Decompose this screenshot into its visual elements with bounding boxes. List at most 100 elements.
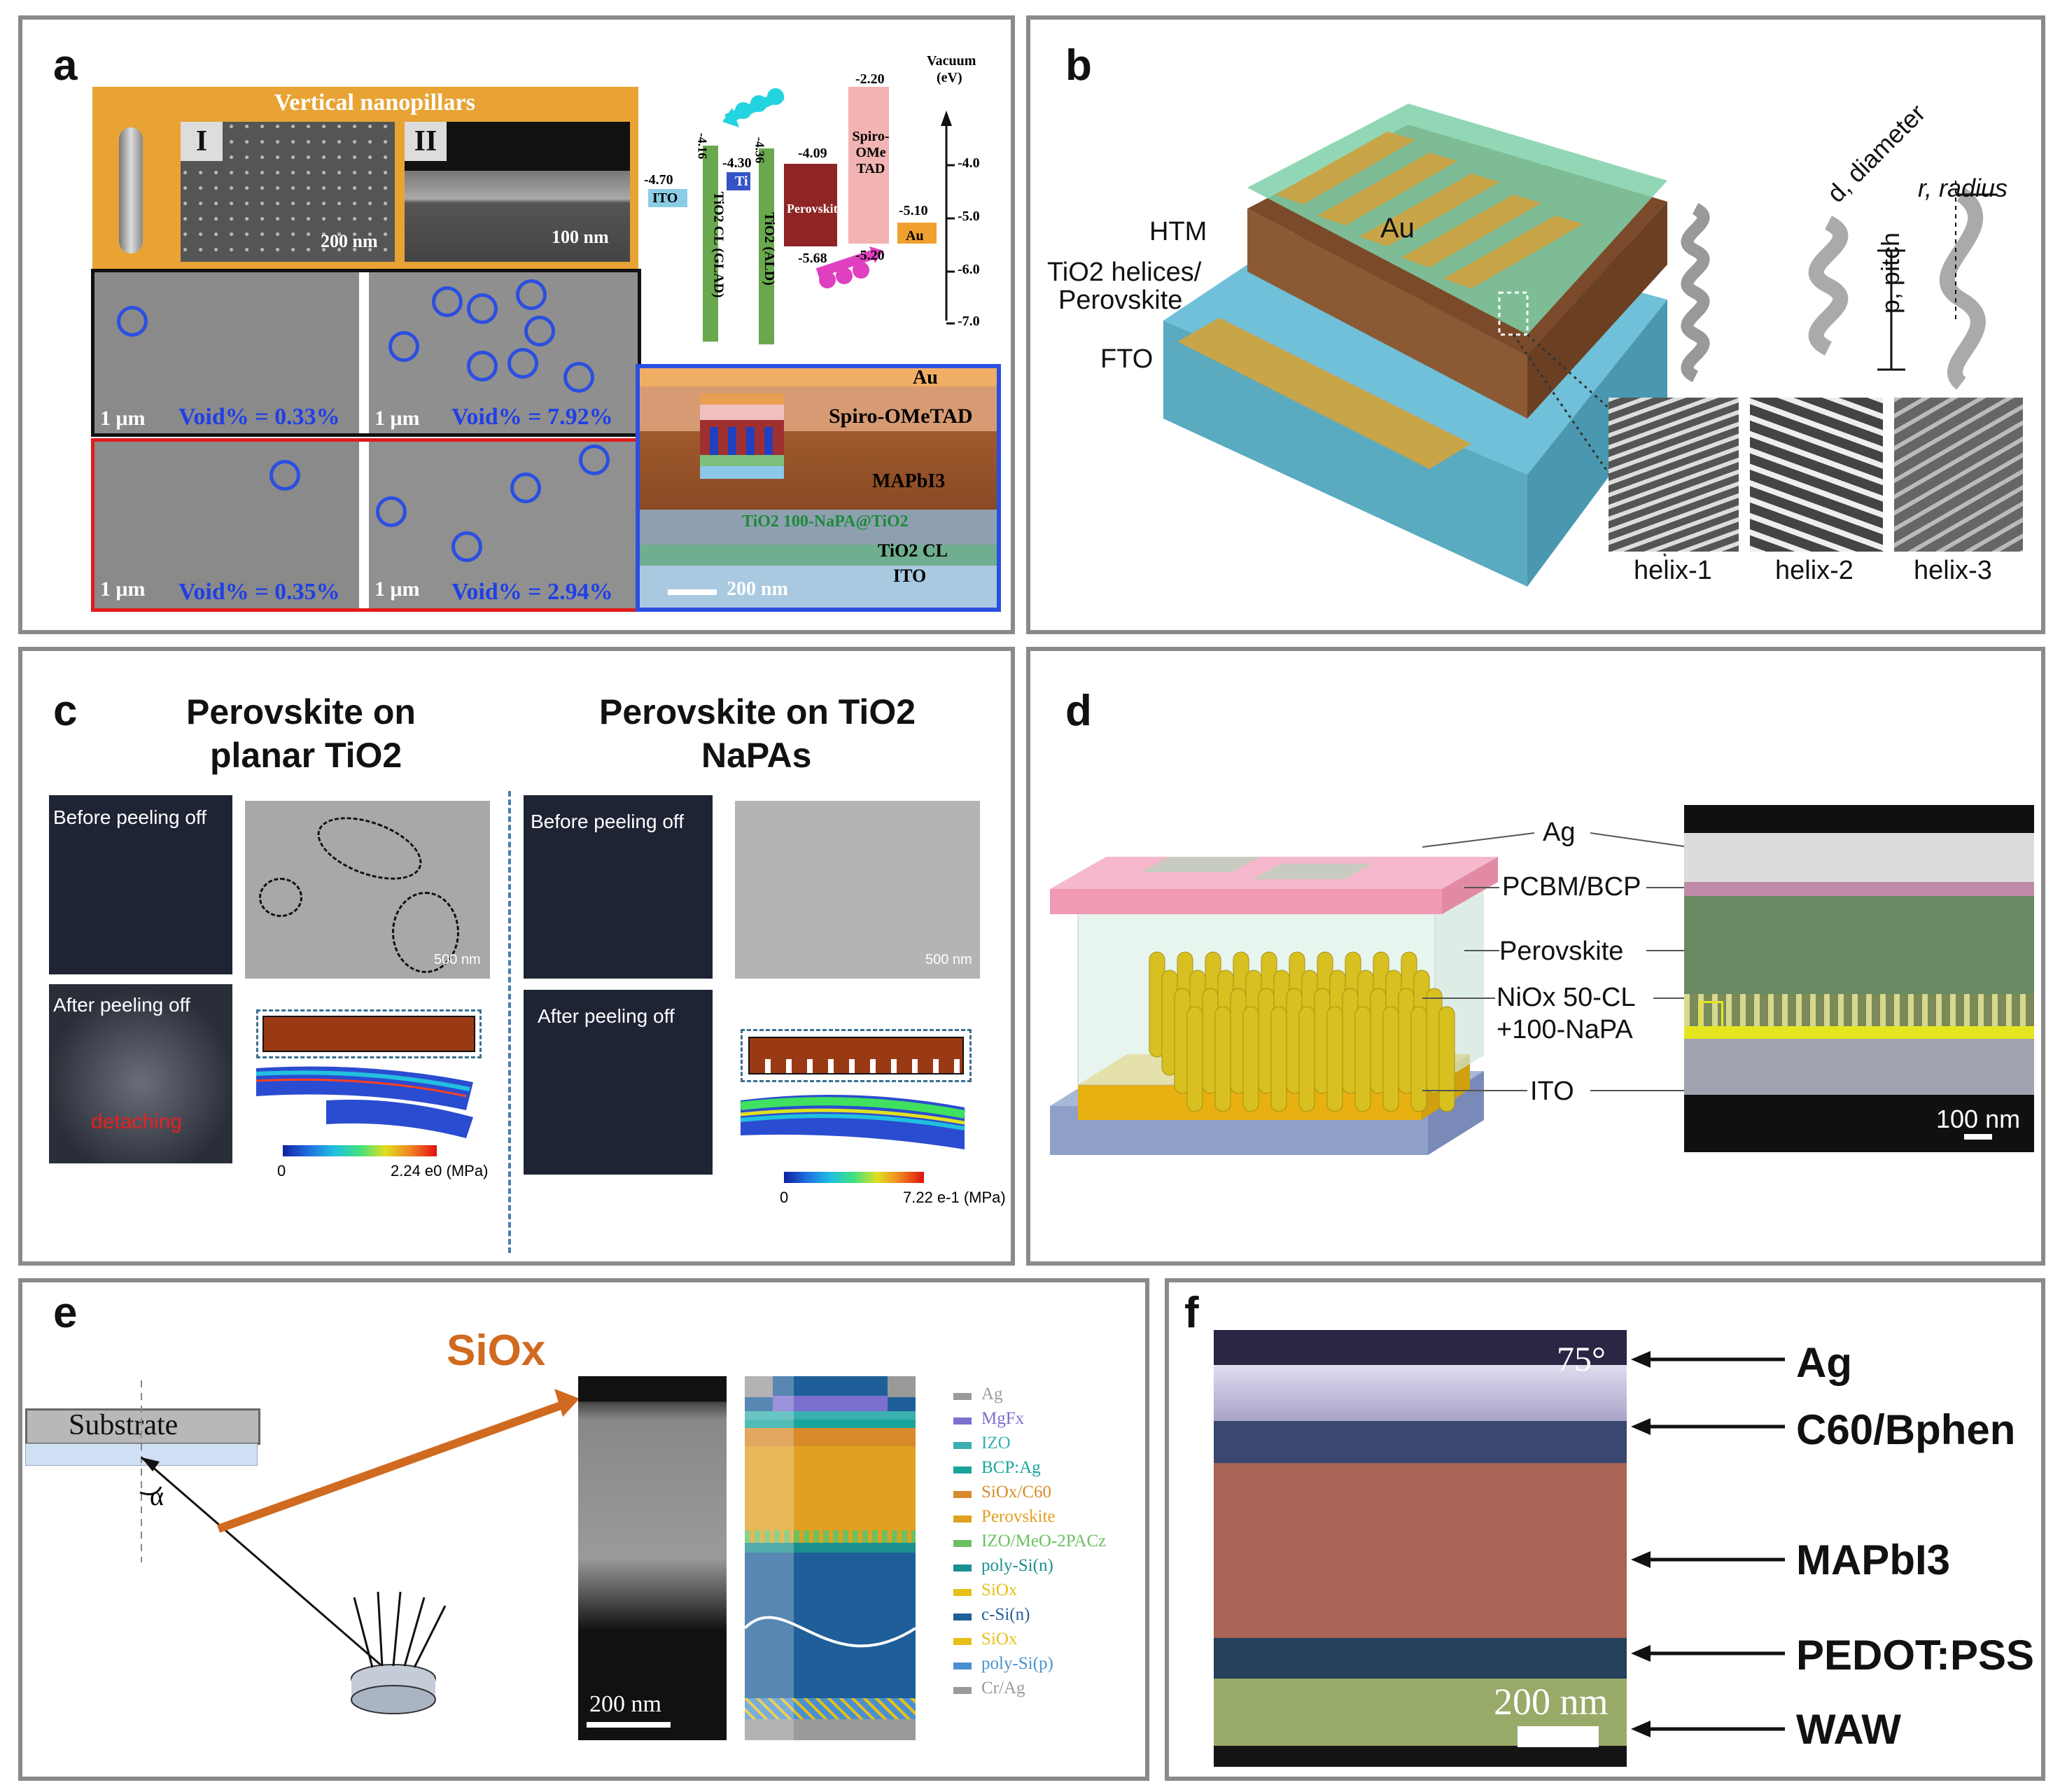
legend-swatch bbox=[953, 1638, 972, 1645]
dotted-divider bbox=[360, 272, 365, 433]
legend-swatch bbox=[953, 1589, 972, 1596]
deposition-geometry bbox=[139, 1380, 580, 1714]
void-ring bbox=[507, 348, 538, 379]
void-ring bbox=[432, 286, 463, 317]
nanopillar bbox=[1438, 1006, 1455, 1112]
d-cross-section-sem: 100 nm bbox=[1684, 805, 2034, 1152]
au-layer bbox=[640, 368, 997, 386]
after-label: After peeling off bbox=[53, 994, 190, 1016]
c-right-sem: 500 nm bbox=[735, 801, 980, 979]
legend-item: poly-Si(n) bbox=[953, 1556, 1145, 1581]
legend-swatch bbox=[953, 1564, 972, 1572]
sem-cross-view: II 100 nm bbox=[405, 122, 630, 262]
nanopillar bbox=[1382, 1006, 1399, 1112]
legend-label: SiOx bbox=[981, 1630, 1018, 1648]
panel-a: a Vertical nanopillars I 200 nm II 100 n… bbox=[18, 15, 1015, 634]
panel-d: d Ag PCBM/BCP Perovskite NiOx 50-CL +100… bbox=[1026, 647, 2045, 1266]
perov-bot: -5.68 bbox=[798, 251, 827, 266]
d-ito-label: ITO bbox=[1530, 1077, 1574, 1106]
legend-label: SiOx bbox=[981, 1581, 1018, 1600]
void-033: Void% = 0.33% bbox=[178, 404, 340, 430]
sem-scale-500: 500 nm bbox=[925, 952, 972, 967]
tick-7: -7.0 bbox=[958, 314, 980, 329]
d-pcbm-label: PCBM/BCP bbox=[1502, 872, 1641, 902]
helix-device-illustration bbox=[1163, 104, 1669, 587]
helices-label: TiO2 helices/ bbox=[1047, 258, 1202, 287]
ev-label: (eV) bbox=[937, 70, 962, 85]
ito-layer bbox=[640, 566, 997, 608]
sem-right-792: 1 μm Void% = 7.92% bbox=[369, 272, 638, 433]
nanopillar bbox=[1298, 1006, 1315, 1112]
tick-6: -6.0 bbox=[958, 262, 980, 277]
c-right-colorbar bbox=[784, 1172, 924, 1183]
d-ag-label: Ag bbox=[1543, 818, 1576, 847]
spiro-band: Spiro-OMe TAD bbox=[852, 129, 890, 176]
d-niox-label-1: NiOx 50-CL bbox=[1497, 983, 1636, 1012]
f-scale-label: 200 nm bbox=[1494, 1681, 1609, 1723]
legend-item: poly-Si(p) bbox=[953, 1654, 1145, 1679]
void-ring bbox=[579, 444, 610, 475]
f-ag-label: Ag bbox=[1796, 1339, 1852, 1386]
sem-top-view: I 200 nm bbox=[181, 122, 395, 262]
dashed-ellipse bbox=[309, 804, 430, 892]
nanopillar-array bbox=[1149, 951, 1455, 1112]
dotted-divider bbox=[360, 442, 365, 608]
c-left-before-photo: Before peeling off bbox=[49, 795, 232, 974]
sem-left-033: 1 μm Void% = 0.33% bbox=[94, 272, 359, 433]
legend-label: IZO/MeO-2PACz bbox=[981, 1532, 1107, 1550]
nanopillar bbox=[1270, 1006, 1287, 1112]
panel-a-label: a bbox=[53, 41, 78, 90]
panel-c: c Perovskite on planar TiO2 Perovskite o… bbox=[18, 647, 1015, 1266]
nanopillar bbox=[1214, 1006, 1231, 1112]
nanopillar bbox=[1354, 1006, 1371, 1112]
c-right-model-box bbox=[741, 1029, 972, 1082]
panel-f-label: f bbox=[1184, 1289, 1199, 1337]
legend-label: c-Si(n) bbox=[981, 1605, 1030, 1624]
panel-b: b HTM TiO2 helices/ Perovskite FTO Au bbox=[1026, 15, 2045, 634]
sem-pair-black: 1 μm Void% = 0.33% 1 μm Void% = 7.92% bbox=[91, 269, 641, 437]
dashed-ellipse bbox=[259, 878, 302, 917]
nanopillar-box: Vertical nanopillars I 200 nm II 100 nm bbox=[92, 87, 638, 272]
napa-layer bbox=[640, 510, 997, 545]
c-right-cbar-zero: 0 bbox=[780, 1189, 789, 1206]
panel-b-label: b bbox=[1065, 41, 1092, 90]
c-right-title-2: NaPAs bbox=[701, 736, 812, 775]
fto-label: FTO bbox=[1100, 344, 1154, 374]
legend-item: Cr/Ag bbox=[953, 1679, 1145, 1703]
htm-label: HTM bbox=[1149, 217, 1207, 246]
legend-item: Ag bbox=[953, 1385, 1145, 1409]
au-val: -5.10 bbox=[899, 203, 928, 218]
c-right-title-1: Perovskite on TiO2 bbox=[599, 692, 916, 732]
void-ring bbox=[467, 293, 498, 324]
device-stack-icon bbox=[700, 393, 784, 484]
pillar-icon bbox=[119, 127, 143, 253]
tio2-ald-val: -4.36 bbox=[752, 136, 767, 164]
legend-swatch bbox=[953, 1393, 972, 1400]
energy-band-diagram bbox=[648, 87, 955, 344]
c-left-title-2: planar TiO2 bbox=[210, 736, 402, 775]
c-left-deformation bbox=[255, 1066, 473, 1138]
before-label: Before peeling off bbox=[531, 811, 684, 832]
cross-scale-bar bbox=[668, 589, 717, 595]
ti-band: Ti bbox=[735, 174, 748, 189]
legend-item: IZO bbox=[953, 1434, 1145, 1458]
panel-c-label: c bbox=[53, 687, 78, 735]
mapbi-layer bbox=[640, 431, 997, 510]
tio2-cl-val: -4.16 bbox=[695, 132, 710, 160]
nanopillar bbox=[1410, 1006, 1427, 1112]
legend-swatch bbox=[953, 1540, 972, 1547]
panel-e: e Substrate α SiOx 200 nm bbox=[18, 1278, 1149, 1781]
legend-label: IZO bbox=[981, 1434, 1011, 1452]
legend-swatch bbox=[953, 1516, 972, 1522]
panel-d-label: d bbox=[1065, 687, 1092, 735]
nanopillar bbox=[1242, 1006, 1259, 1112]
perov-band: Perovskite bbox=[787, 202, 843, 216]
legend-swatch bbox=[953, 1687, 972, 1694]
c-left-cbar-max: 2.24 e0 (MPa) bbox=[391, 1162, 489, 1180]
legend-item: SiOx bbox=[953, 1630, 1145, 1654]
nanopillar bbox=[1326, 1006, 1343, 1112]
void-792: Void% = 7.92% bbox=[451, 404, 613, 430]
cross-section-box: Au Spiro-OMeTAD MAPbI3 TiO2 100-NaPA@TiO… bbox=[636, 364, 1001, 612]
helix-3-sem bbox=[1894, 398, 2023, 552]
